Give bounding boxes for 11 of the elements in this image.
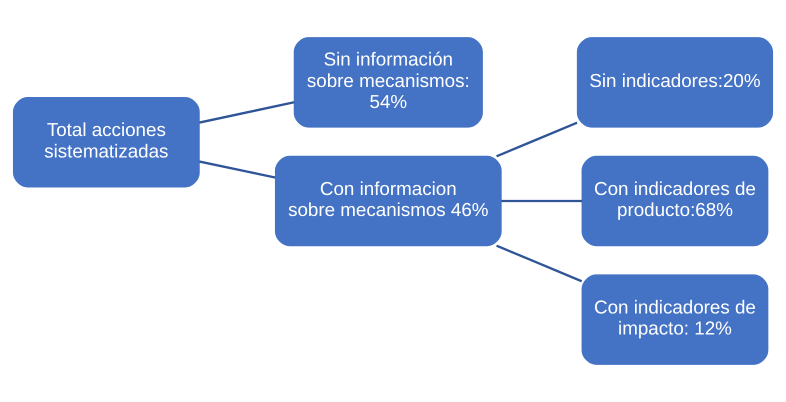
connector [199,101,294,124]
node-box: Con informacion sobre mecanismos 46% [274,156,502,246]
node-box: Sin indicadores:20% [576,37,774,128]
node-box: Total acciones sistematizadas [12,97,200,188]
connector [496,122,578,158]
connector [199,160,276,179]
node-box: Con indicadores de producto:68% [582,156,768,246]
node-box: Sin información sobre mecanismos: 54% [294,37,483,128]
connector [501,200,582,202]
node-box: Con indicadores de impacto: 12% [582,274,768,365]
connector [496,244,582,282]
